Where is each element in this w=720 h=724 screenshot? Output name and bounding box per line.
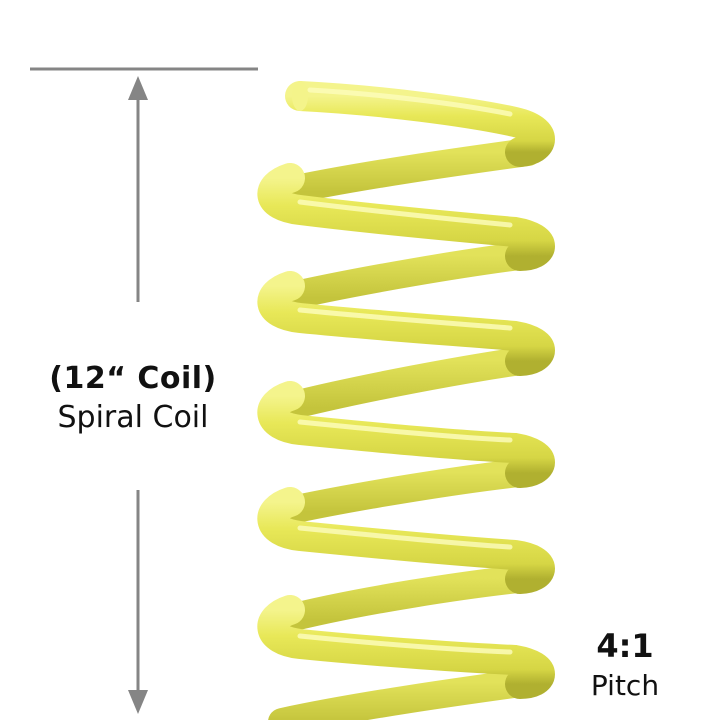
arrow-down-icon (128, 690, 148, 714)
pitch-caption-text: Pitch (590, 669, 660, 702)
coil-front-segments (257, 81, 555, 699)
dimension-indicator (30, 67, 258, 714)
coil-length-text: (12“ Coil) (49, 361, 217, 396)
spiral-coil (257, 81, 555, 724)
coil-end-cap (292, 81, 308, 111)
arrow-up-icon (128, 76, 148, 100)
coil-highlights (297, 87, 513, 655)
coil-type-text: Spiral Coil (57, 400, 209, 435)
coil-size-label: (12“ Coil) Spiral Coil (8, 360, 258, 438)
pitch-label: 4:1 Pitch (550, 626, 700, 706)
coil-back-segments (268, 138, 542, 724)
pitch-ratio-text: 4:1 (596, 627, 654, 665)
